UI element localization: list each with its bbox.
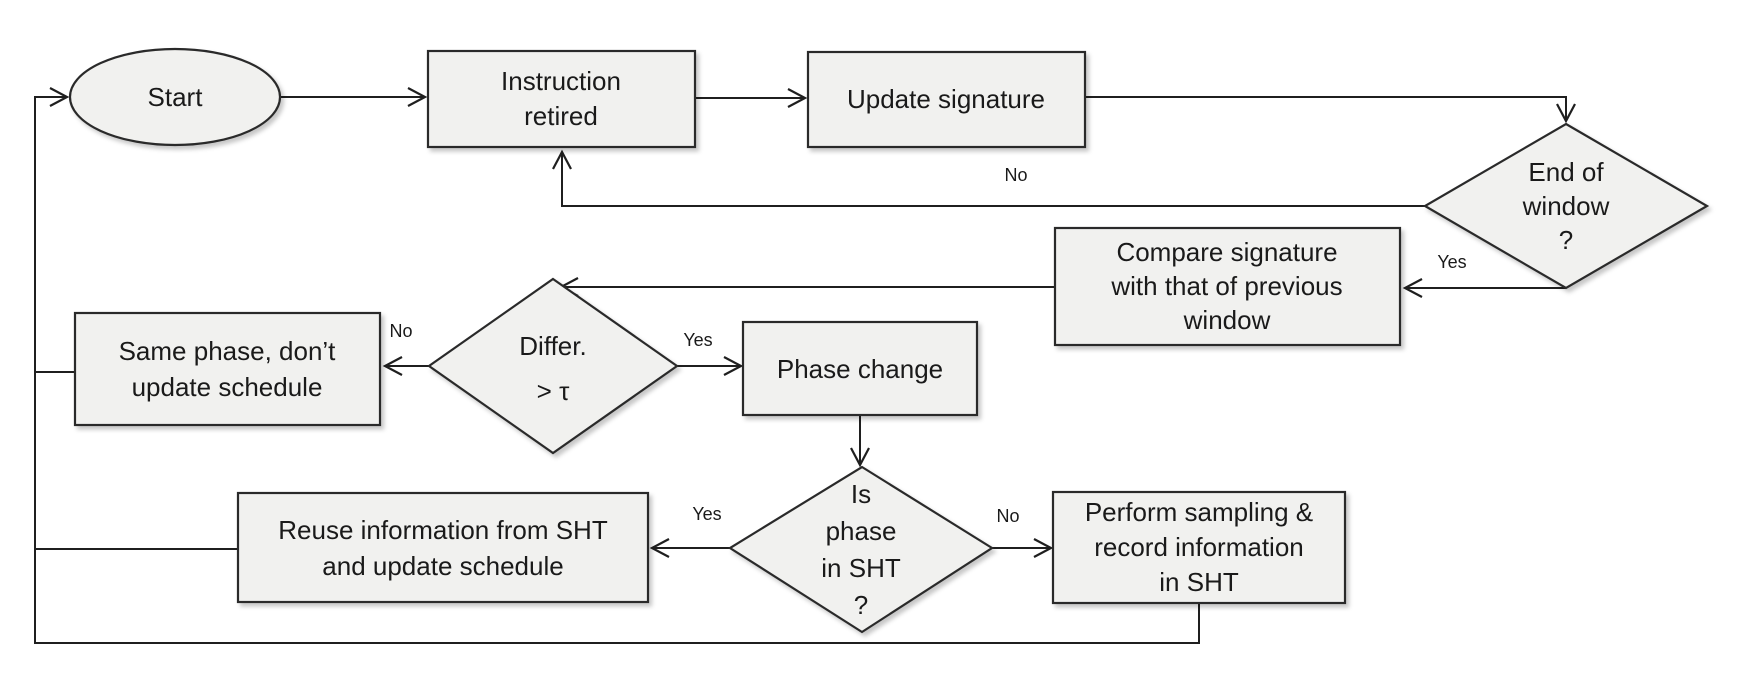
same-phase-line1: Same phase, don’t [119, 336, 337, 366]
reuse-information-line2: and update schedule [322, 551, 563, 581]
same-phase-line2: update schedule [132, 372, 323, 402]
instruction-retired-line2: retired [524, 101, 598, 131]
is-phase-in-sht-line2: phase [826, 516, 897, 546]
differ-line1: Differ. [519, 331, 586, 361]
end-of-window-line2: window [1522, 191, 1610, 221]
edge-end-of-window-no-feedback [552, 149, 1425, 207]
compare-signature-line1: Compare signature [1116, 237, 1337, 267]
start-label: Start [148, 82, 204, 112]
is-phase-in-sht-line3: in SHT [821, 553, 901, 583]
end-of-window-line3: ? [1559, 225, 1573, 255]
is-phase-in-sht-line4: ? [854, 590, 868, 620]
nodes-group [68, 47, 1710, 634]
sht-no-label: No [996, 506, 1019, 526]
perform-sampling-node [1051, 490, 1347, 605]
compare-signature-line3: window [1183, 305, 1271, 335]
sht-yes-label: Yes [692, 504, 721, 524]
phase-change-label: Phase change [777, 354, 943, 384]
start-node [68, 47, 282, 147]
end-of-window-no-label: No [1004, 165, 1027, 185]
compare-signature-line2: with that of previous [1110, 271, 1342, 301]
instruction-retired-line1: Instruction [501, 66, 621, 96]
perform-sampling-line3: in SHT [1159, 567, 1239, 597]
same-phase-node [73, 311, 382, 427]
end-of-window-line1: End of [1528, 157, 1604, 187]
differ-line2: > τ [537, 376, 570, 406]
edges-group [34, 87, 1576, 644]
edge-update-to-end-of-window [1085, 96, 1576, 124]
compare-signature-node [1053, 226, 1402, 347]
end-of-window-decision [1422, 122, 1710, 290]
phase-change-node [741, 320, 979, 417]
differ-no-label: No [389, 321, 412, 341]
update-signature-node [806, 50, 1087, 149]
node-labels-group: Start Instruction retired Update signatu… [119, 66, 1610, 620]
update-signature-label: Update signature [847, 84, 1045, 114]
reuse-information-line1: Reuse information from SHT [278, 515, 608, 545]
differ-decision [427, 277, 679, 455]
edge-return-to-start [34, 87, 1200, 644]
differ-yes-label: Yes [683, 330, 712, 350]
perform-sampling-line2: record information [1094, 532, 1304, 562]
perform-sampling-line1: Perform sampling & [1085, 497, 1313, 527]
is-phase-in-sht-decision [727, 465, 995, 634]
edge-labels-group: No Yes No Yes Yes No [389, 165, 1466, 526]
is-phase-in-sht-line1: Is [851, 479, 871, 509]
end-of-window-yes-label: Yes [1437, 252, 1466, 272]
reuse-information-node [236, 491, 650, 604]
instruction-retired-node [426, 49, 697, 149]
